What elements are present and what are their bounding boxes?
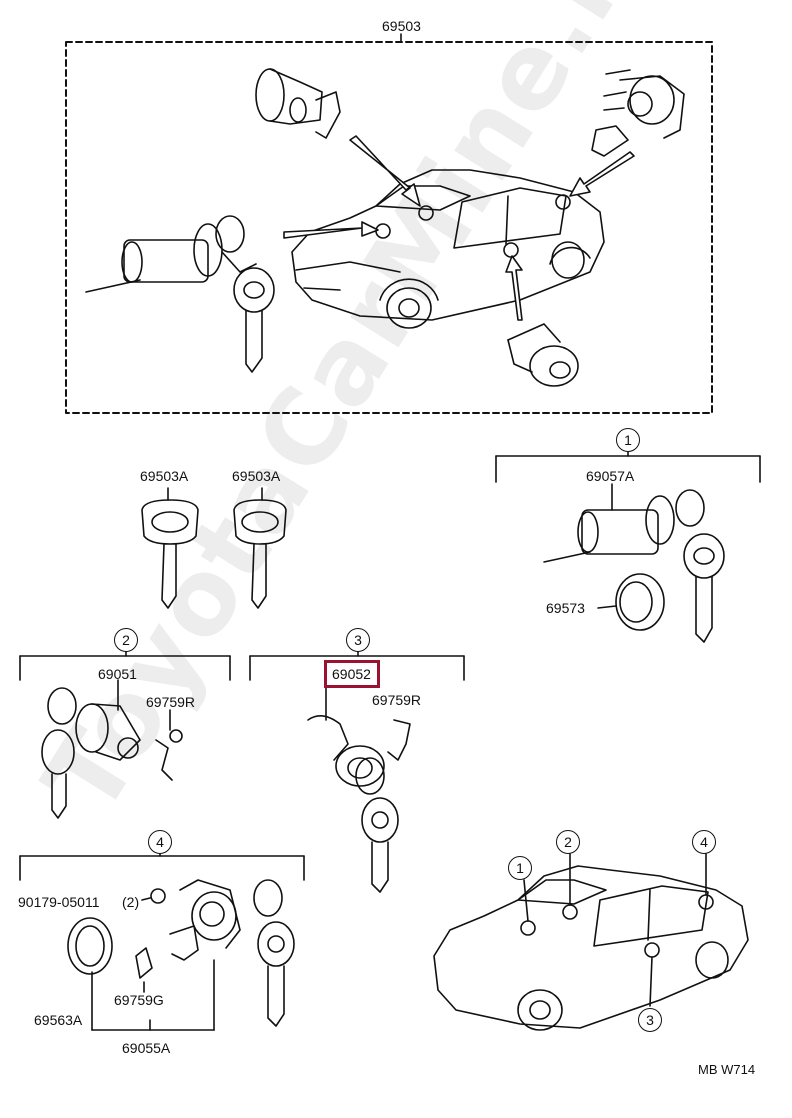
group-4-lock-illustration xyxy=(169,879,295,1027)
group-4-bolt-illustration xyxy=(141,888,166,904)
car-callout-2: 2 xyxy=(556,830,580,854)
car-callout-1: 1 xyxy=(508,856,532,880)
group-1-callout: 1 xyxy=(616,428,640,452)
group-2-lock-illustration xyxy=(41,687,183,819)
assembly-frame xyxy=(65,41,713,414)
group-3-callout: 3 xyxy=(346,628,370,652)
car-callout-4: 4 xyxy=(692,830,716,854)
master-key-left-illustration xyxy=(141,499,199,609)
top-car-illustration xyxy=(291,169,605,329)
group-1-part-number: 69057A xyxy=(586,468,635,484)
assembly-part-number: 69503 xyxy=(382,18,421,34)
group-4-bolt-part-number: 90179-05011 xyxy=(18,894,100,910)
highlighted-part-box xyxy=(324,660,380,688)
group-4-part-number: 69055A xyxy=(122,1040,171,1056)
top-ignition-lock-illustration xyxy=(85,215,275,373)
group-2-clip-part-number: 69759R xyxy=(146,694,196,710)
group-2-part-number: 69051 xyxy=(98,666,137,682)
group-4-callout: 4 xyxy=(148,830,172,854)
car-callout-3: 3 xyxy=(638,1008,662,1032)
group-1-ignition-illustration xyxy=(543,483,725,643)
group-2-callout: 2 xyxy=(114,628,138,652)
group-1-ring-part-number: 69573 xyxy=(546,600,585,616)
group-4-bracket xyxy=(19,847,305,1031)
group-1-ring-illustration xyxy=(597,573,665,631)
group-4-clip-illustration xyxy=(135,947,153,993)
key-left-part-number: 69503A xyxy=(140,468,189,484)
drawing-code: MB W714 xyxy=(698,1062,756,1077)
top-door-cylinder-illustration xyxy=(507,323,579,387)
group-4-ring-illustration xyxy=(67,917,113,975)
group-3-lock-illustration xyxy=(307,715,411,893)
group-4-ring-part-number: 69563A xyxy=(34,1012,83,1028)
location-car-illustration xyxy=(433,853,749,1031)
group-3-bracket xyxy=(249,645,465,721)
key-right-part-number: 69503A xyxy=(232,468,281,484)
master-key-right-illustration xyxy=(233,499,287,609)
top-luggage-lock-illustration xyxy=(591,69,685,157)
group-3-clip-part-number: 69759R xyxy=(372,692,422,708)
group-3-part-number: 69052 xyxy=(332,666,371,682)
group-4-bolt-quantity: (2) xyxy=(122,894,140,910)
group-4-clip-part-number: 69759G xyxy=(114,992,164,1008)
top-door-lock-illustration xyxy=(255,68,341,139)
